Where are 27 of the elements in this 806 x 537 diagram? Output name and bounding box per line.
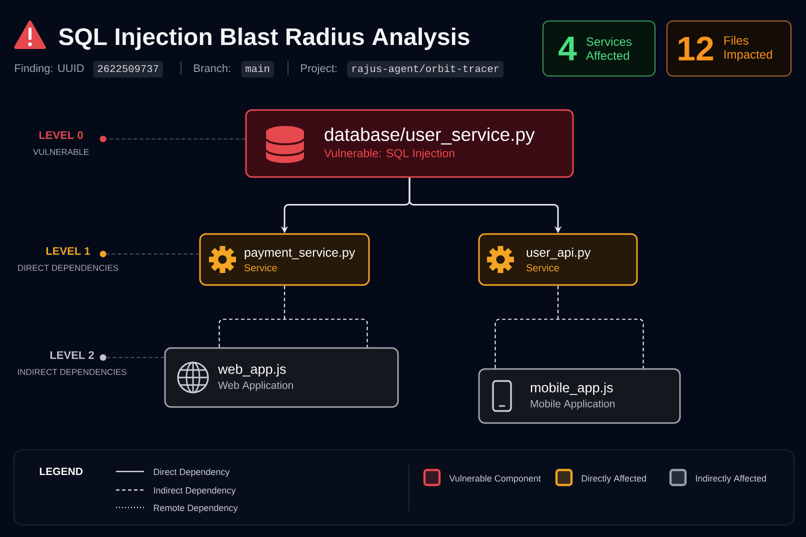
dependency-line [218,285,368,348]
code-tag: 2622509737 [93,61,164,78]
dependency-line [494,285,644,369]
legend-text: Remote Dependency [154,504,238,513]
legend-text: Direct Dependency [154,468,230,477]
component-box: web_app.js Web Application [164,347,399,408]
level-label: LEVEL 1 DIRECT DEPENDENCIES [18,247,118,271]
component-box: payment_service.py Service [199,233,370,286]
legend-text: Vulnerable Component [449,474,541,484]
legend-text: Indirect Dependency [154,486,236,496]
component-box: database/user_service.py Vulnerable: SQL Injection [245,109,574,178]
level-label: LEVEL 0 VULNERABLE [32,131,89,155]
leader-line [100,354,164,361]
legend-text: Indirectly Affected [696,474,766,484]
code-tag: rajus-agent/orbit-tracer [347,61,504,78]
meta-label: Finding: UUID [15,64,84,74]
leader-line [100,250,200,258]
code-tag: main [241,61,274,78]
component-box: mobile_app.js Mobile Application [478,368,681,424]
legend-title: LEGEND [40,468,83,476]
level-label: LEVEL 2 INDIRECT DEPENDENCIES [18,351,126,375]
component-box: user_api.py Service [478,233,638,286]
meta-label: Project: [301,64,336,74]
meta-label: Branch: [194,64,230,72]
legend-text: Directly Affected [582,474,646,484]
title: SQL Injection Blast Radius Analysis [58,28,470,50]
leader-line [100,136,246,142]
